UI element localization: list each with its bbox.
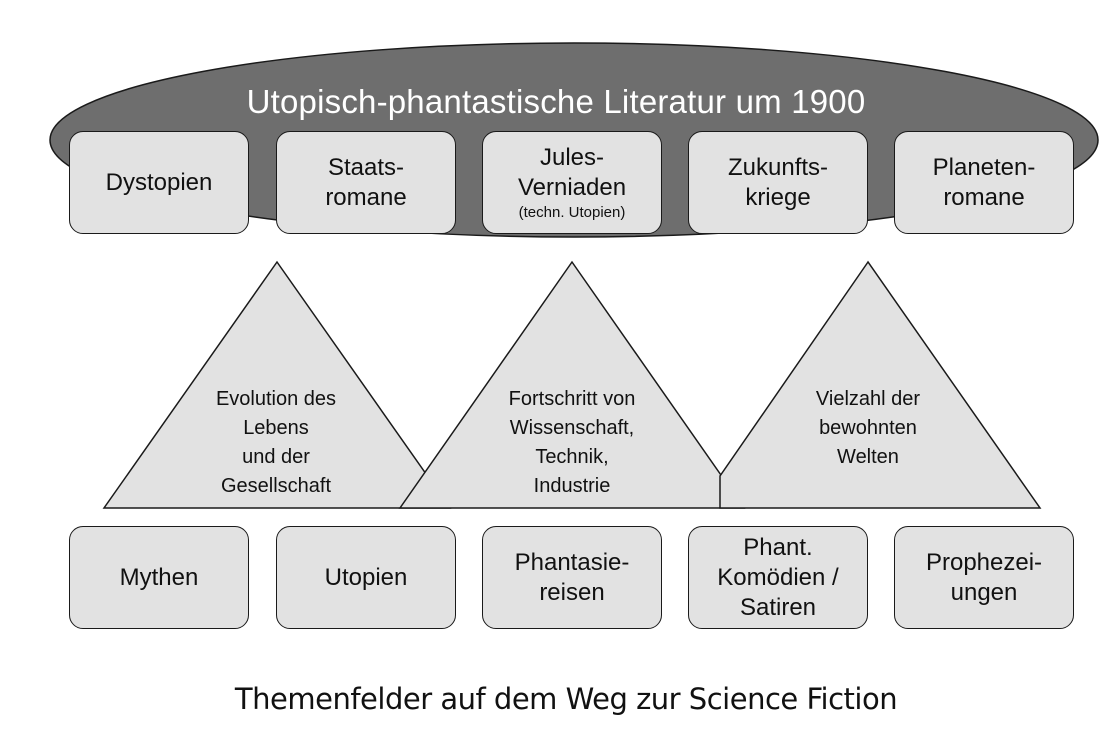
diagram-caption: Themenfelder auf dem Weg zur Science Fic… — [234, 682, 898, 716]
bottom-box-komoedien-satiren: Phant. Komödien / Satiren — [688, 526, 868, 629]
bottom-box-utopien: Utopien — [276, 526, 456, 629]
top-box-label: Dystopien — [105, 168, 213, 196]
bottom-box-label: Prophezei- ungen — [925, 548, 1043, 606]
top-box-dystopien: Dystopien — [69, 131, 249, 234]
top-box-planetenromane: Planeten- romane — [894, 131, 1074, 234]
bottom-box-mythen: Mythen — [69, 526, 249, 629]
triangle-label-fortschritt: Fortschritt von Wissenschaft, Technik, I… — [508, 388, 636, 497]
bottom-box-prophezeiungen: Prophezei- ungen — [894, 526, 1074, 629]
bottom-box-label: Utopien — [324, 563, 408, 591]
top-box-label: Jules- Verniaden — [517, 143, 627, 201]
triangle-label-evolution: Evolution des Lebens und der Gesellschaf… — [215, 388, 337, 497]
top-box-label: Staats- romane — [325, 153, 407, 211]
top-box-label: Planeten- romane — [932, 153, 1036, 211]
top-box-jules-verniaden: Jules- Verniaden (techn. Utopien) — [482, 131, 662, 234]
header-title: Utopisch-phantastische Literatur um 1900 — [246, 83, 866, 120]
top-box-label: Zukunfts- kriege — [727, 153, 829, 211]
top-box-zukunftskriege: Zukunfts- kriege — [688, 131, 868, 234]
bottom-box-label: Mythen — [119, 563, 199, 591]
top-box-sublabel: (techn. Utopien) — [518, 203, 626, 221]
triangle-vielzahl — [719, 260, 1042, 509]
bottom-box-label: Phantasie- reisen — [514, 548, 630, 606]
triangle-evolution — [102, 260, 452, 509]
triangle-fortschritt — [398, 260, 746, 509]
triangle-label-vielzahl: Vielzahl der bewohnten Welten — [815, 388, 921, 468]
bottom-box-phantasiereisen: Phantasie- reisen — [482, 526, 662, 629]
top-box-staatsromane: Staats- romane — [276, 131, 456, 234]
bottom-box-label: Phant. Komödien / Satiren — [717, 533, 839, 621]
